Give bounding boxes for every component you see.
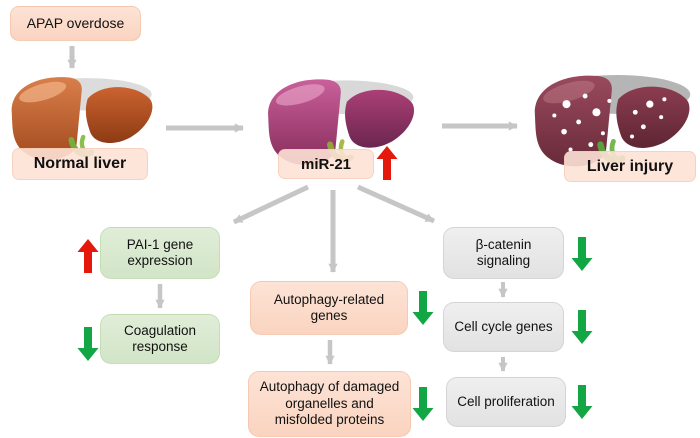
beta-catenin-label: β-catenin signaling [475,236,532,268]
mir21-up-arrow-icon [375,145,399,181]
cell-proliferation-box: Cell proliferation [446,377,566,427]
arrow-mir21-to-beta-catenin [356,184,436,224]
autophagy-genes-box: Autophagy-related genes [250,281,408,335]
autophagy-process-down-arrow-icon [412,386,434,422]
normal-liver-label-text: Normal liver [33,155,127,172]
pai1-up-arrow-icon [77,238,99,274]
liver-injury-label-text: Liver injury [586,157,674,175]
coagulation-response-label: Coagulation response [123,322,197,354]
cell-cycle-genes-label: Cell cycle genes [454,318,553,334]
arrow-mir21-to-pai1 [232,184,310,225]
cell-cycle-genes-box: Cell cycle genes [443,302,564,352]
cell-cycle-down-arrow-icon [571,309,593,345]
cell-proliferation-down-arrow-icon [571,384,593,420]
beta-catenin-box: β-catenin signaling [443,227,564,279]
mir21-label: miR-21 [278,149,374,179]
cell-proliferation-label: Cell proliferation [457,393,555,409]
necrosis-spots [552,93,667,152]
autophagy-genes-label: Autophagy-related genes [273,291,385,323]
apap-overdose-box: APAP overdose [10,6,141,41]
beta-catenin-down-arrow-icon [571,236,593,272]
liver-injury-label: Liver injury [564,151,696,182]
coagulation-down-arrow-icon [77,326,99,362]
pai1-gene-expression-box: PAI-1 gene expression [100,227,220,279]
autophagy-process-label: Autophagy of damaged organelles and misf… [259,379,400,428]
mir21-label-text: miR-21 [300,155,352,173]
coagulation-response-box: Coagulation response [100,314,220,364]
apap-overdose-label: APAP overdose [26,14,125,31]
pai1-gene-expression-label: PAI-1 gene expression [126,236,194,268]
normal-liver-label: Normal liver [12,148,148,180]
autophagy-process-box: Autophagy of damaged organelles and misf… [248,371,411,437]
autophagy-genes-down-arrow-icon [412,290,434,326]
normal-liver-illustration [11,77,153,160]
